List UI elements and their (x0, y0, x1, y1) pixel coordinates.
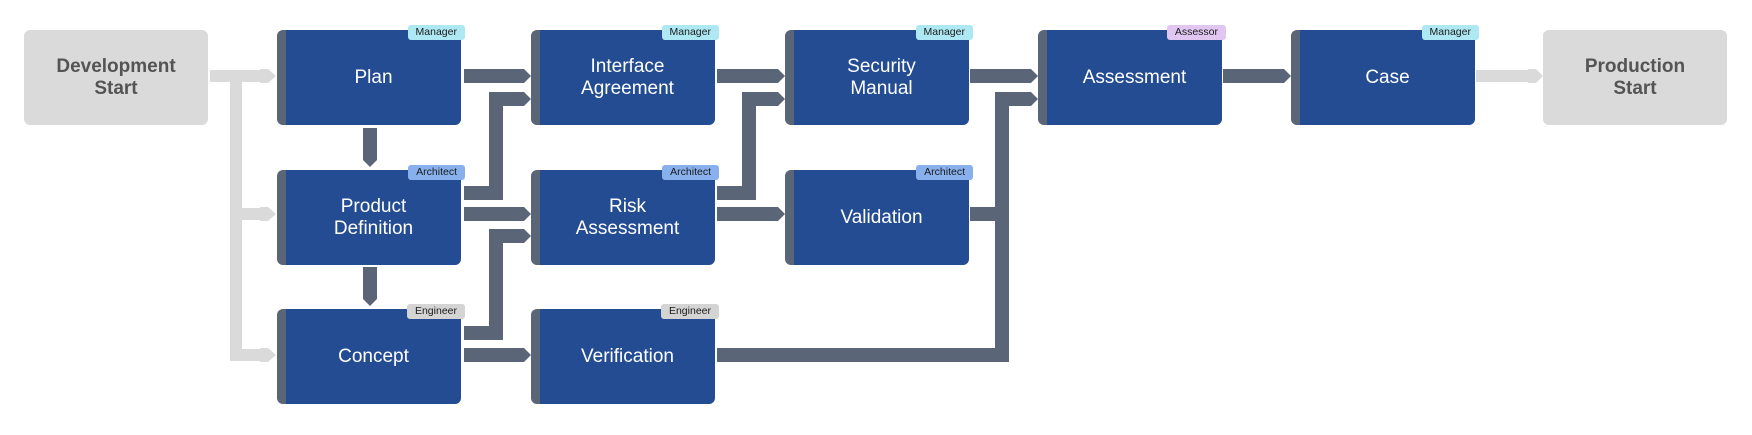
role-tag: Manager (1421, 25, 1479, 40)
node-interface-agreement[interactable]: Interface Agreement Manager (531, 25, 719, 125)
node-label: Validation (840, 206, 923, 228)
arrowhead-down-concept (363, 293, 377, 306)
arrowheads-main (363, 69, 1291, 362)
arrowhead-verification (516, 348, 531, 362)
connector-verification-assessment (717, 214, 1009, 362)
node-label: Risk Assessment (575, 195, 680, 239)
role-tag: Manager (915, 25, 973, 40)
arrowhead-concept (260, 348, 276, 362)
connectors-development-start (210, 70, 262, 361)
arrowhead-security-manual-a (770, 69, 785, 83)
arrowhead-plan (260, 69, 276, 83)
role-tag: Manager (661, 25, 719, 40)
arrowhead-product-definition (260, 207, 276, 221)
arrowhead-interface-agreement-b (516, 92, 531, 106)
node-label: Production Start (1584, 55, 1686, 99)
node-plan[interactable]: Plan Manager (277, 25, 465, 125)
node-label: Verification (581, 345, 674, 367)
node-verification[interactable]: Verification Engineer (531, 304, 719, 404)
arrowhead-interface-agreement-a (516, 69, 531, 83)
arrowhead-down-product-definition (363, 154, 377, 167)
arrowhead-risk-assessment-b (516, 229, 531, 243)
connector-devstart-trunk (230, 76, 262, 361)
arrowhead-security-manual-b (770, 92, 785, 106)
role-tag: Architect (916, 165, 973, 180)
node-concept[interactable]: Concept Engineer (277, 304, 465, 404)
node-label: Concept (338, 345, 409, 367)
connectors-main (363, 69, 1278, 362)
node-production-start[interactable]: Production Start (1543, 30, 1727, 125)
connector-concept-risk-assessment (464, 229, 518, 340)
role-tag: Engineer (406, 304, 465, 319)
role-tag: Engineer (660, 304, 719, 319)
arrowhead-validation (770, 207, 785, 221)
node-label: Interface Agreement (581, 55, 674, 99)
node-label: Development Start (56, 55, 176, 99)
arrowhead-case (1276, 69, 1291, 83)
arrowhead-assessment-b (1023, 92, 1038, 106)
connector-product-definition-interface-agreement (464, 92, 518, 200)
node-label: Product Definition (333, 195, 414, 239)
node-label: Security Manual (847, 55, 916, 99)
node-security-manual[interactable]: Security Manual Manager (785, 25, 973, 125)
node-risk-assessment[interactable]: Risk Assessment Architect (531, 165, 719, 265)
connector-risk-assessment-security-manual (717, 92, 772, 200)
node-product-definition[interactable]: Product Definition Architect (277, 165, 465, 265)
role-tag: Manager (407, 25, 465, 40)
node-label: Plan (354, 66, 393, 88)
arrowhead-production-start (1528, 69, 1543, 83)
node-label: Case (1365, 66, 1410, 88)
role-tag: Architect (408, 165, 465, 180)
role-tag: Assessor (1166, 25, 1226, 40)
role-tag: Architect (662, 165, 719, 180)
arrowheads-development-start (260, 69, 276, 362)
arrowhead-assessment-a (1023, 69, 1038, 83)
connector-validation-assessment (970, 92, 1025, 221)
arrowhead-risk-assessment-a (516, 207, 531, 221)
node-development-start[interactable]: Development Start (24, 30, 208, 125)
node-case[interactable]: Case Manager (1291, 25, 1479, 125)
node-validation[interactable]: Validation Architect (785, 165, 973, 265)
node-assessment[interactable]: Assessment Assessor (1038, 25, 1226, 125)
node-label: Assessment (1082, 66, 1187, 88)
